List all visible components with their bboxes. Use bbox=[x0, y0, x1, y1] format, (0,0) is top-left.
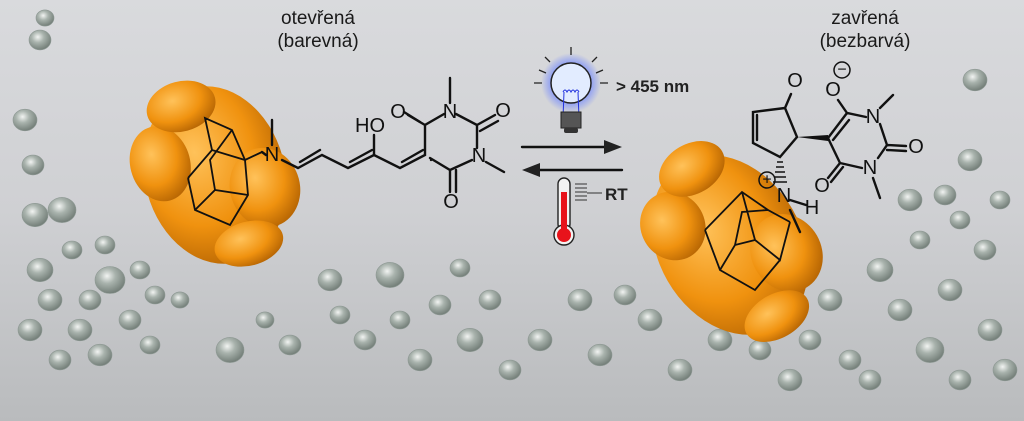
positive-charge: + bbox=[762, 172, 771, 189]
atom-n: N bbox=[472, 145, 486, 167]
water-droplet bbox=[87, 343, 113, 367]
water-droplet bbox=[949, 210, 971, 230]
water-droplet bbox=[933, 184, 957, 206]
water-droplet bbox=[118, 309, 142, 331]
water-droplet bbox=[215, 337, 245, 363]
water-droplet bbox=[587, 343, 613, 367]
light-wavelength-label: > 455 nm bbox=[616, 77, 689, 96]
atom-o: O bbox=[814, 175, 830, 197]
water-droplet bbox=[989, 190, 1011, 210]
atom-o: O bbox=[908, 136, 924, 158]
water-droplet bbox=[278, 334, 302, 356]
water-droplet bbox=[992, 358, 1018, 382]
room-temperature-label: RT bbox=[605, 185, 628, 204]
adamantane-cage-right bbox=[704, 190, 791, 292]
atom-o: O bbox=[443, 191, 459, 213]
water-droplet bbox=[957, 148, 983, 172]
water-droplet bbox=[61, 240, 83, 260]
water-droplet bbox=[129, 260, 151, 280]
water-droplet bbox=[962, 68, 988, 92]
water-droplet bbox=[353, 329, 377, 351]
water-droplet bbox=[915, 337, 945, 363]
water-droplet bbox=[94, 266, 126, 294]
water-droplet bbox=[637, 308, 663, 332]
water-droplet bbox=[78, 289, 102, 311]
water-droplet bbox=[498, 359, 522, 381]
water-droplet bbox=[94, 235, 116, 255]
water-droplet bbox=[613, 284, 637, 306]
water-droplet bbox=[777, 368, 803, 392]
atom-o-minus: O bbox=[825, 79, 841, 101]
water-droplet bbox=[21, 203, 49, 228]
open-form-structure: N HO O N O N O bbox=[265, 76, 511, 213]
water-droplet bbox=[667, 358, 693, 382]
water-droplet bbox=[887, 298, 913, 322]
water-droplet bbox=[35, 9, 55, 27]
atom-ho: HO bbox=[355, 115, 385, 137]
water-droplet bbox=[37, 288, 63, 312]
atom-n-plus: N bbox=[777, 185, 791, 207]
water-droplet bbox=[47, 197, 77, 223]
water-droplet bbox=[838, 349, 862, 371]
water-droplet bbox=[407, 348, 433, 372]
atom-h: H bbox=[805, 197, 819, 219]
water-droplet bbox=[909, 230, 931, 250]
water-droplet bbox=[973, 239, 997, 261]
water-droplet bbox=[21, 154, 45, 176]
atom-o: O bbox=[390, 101, 406, 123]
water-droplet bbox=[48, 349, 72, 371]
water-droplets bbox=[12, 9, 1018, 392]
water-droplet bbox=[139, 335, 161, 355]
left-state-subtitle: (barevná) bbox=[277, 31, 358, 52]
adamantane-cage-left bbox=[187, 116, 263, 227]
atom-n: N bbox=[866, 106, 880, 128]
water-droplet bbox=[12, 108, 38, 132]
water-droplet bbox=[707, 328, 733, 352]
water-droplet bbox=[456, 327, 484, 352]
equilibrium-arrows bbox=[520, 140, 624, 177]
left-host-molecule bbox=[129, 80, 301, 267]
water-droplet bbox=[26, 257, 54, 282]
right-host-molecule bbox=[640, 141, 823, 342]
thermometer-icon bbox=[553, 177, 602, 246]
water-droplet bbox=[329, 305, 351, 325]
water-droplet bbox=[858, 369, 882, 391]
atom-n: N bbox=[443, 101, 457, 123]
right-state-subtitle: (bezbarvá) bbox=[820, 31, 911, 52]
water-droplet bbox=[389, 310, 411, 330]
water-droplet bbox=[567, 288, 593, 312]
water-droplet bbox=[977, 318, 1003, 342]
water-droplet bbox=[937, 278, 963, 302]
water-droplet bbox=[817, 288, 843, 312]
water-droplet bbox=[748, 339, 772, 361]
water-droplet bbox=[67, 318, 93, 342]
negative-charge: − bbox=[837, 62, 846, 79]
atom-o: O bbox=[787, 70, 803, 92]
water-droplet bbox=[17, 318, 43, 342]
water-droplet bbox=[478, 289, 502, 311]
light-bulb-icon bbox=[534, 47, 608, 133]
water-droplet bbox=[948, 369, 972, 391]
water-droplet bbox=[317, 268, 343, 292]
water-droplet bbox=[375, 262, 405, 288]
atom-o: O bbox=[495, 100, 511, 122]
water-droplet bbox=[866, 257, 894, 282]
atom-n: N bbox=[265, 144, 279, 166]
water-droplet bbox=[28, 29, 52, 51]
left-state-title: otevřená bbox=[281, 8, 355, 29]
water-droplet bbox=[255, 311, 275, 329]
water-droplet bbox=[798, 329, 822, 351]
water-droplet bbox=[144, 285, 166, 305]
closed-form-structure: O O − N O N O N + H bbox=[751, 61, 924, 234]
water-droplet bbox=[897, 188, 923, 212]
atom-n: N bbox=[863, 157, 877, 179]
right-state-title: zavřená bbox=[831, 8, 899, 29]
water-droplet bbox=[170, 291, 190, 309]
water-droplet bbox=[449, 258, 471, 278]
water-droplet bbox=[527, 328, 553, 352]
water-droplet bbox=[428, 294, 452, 316]
